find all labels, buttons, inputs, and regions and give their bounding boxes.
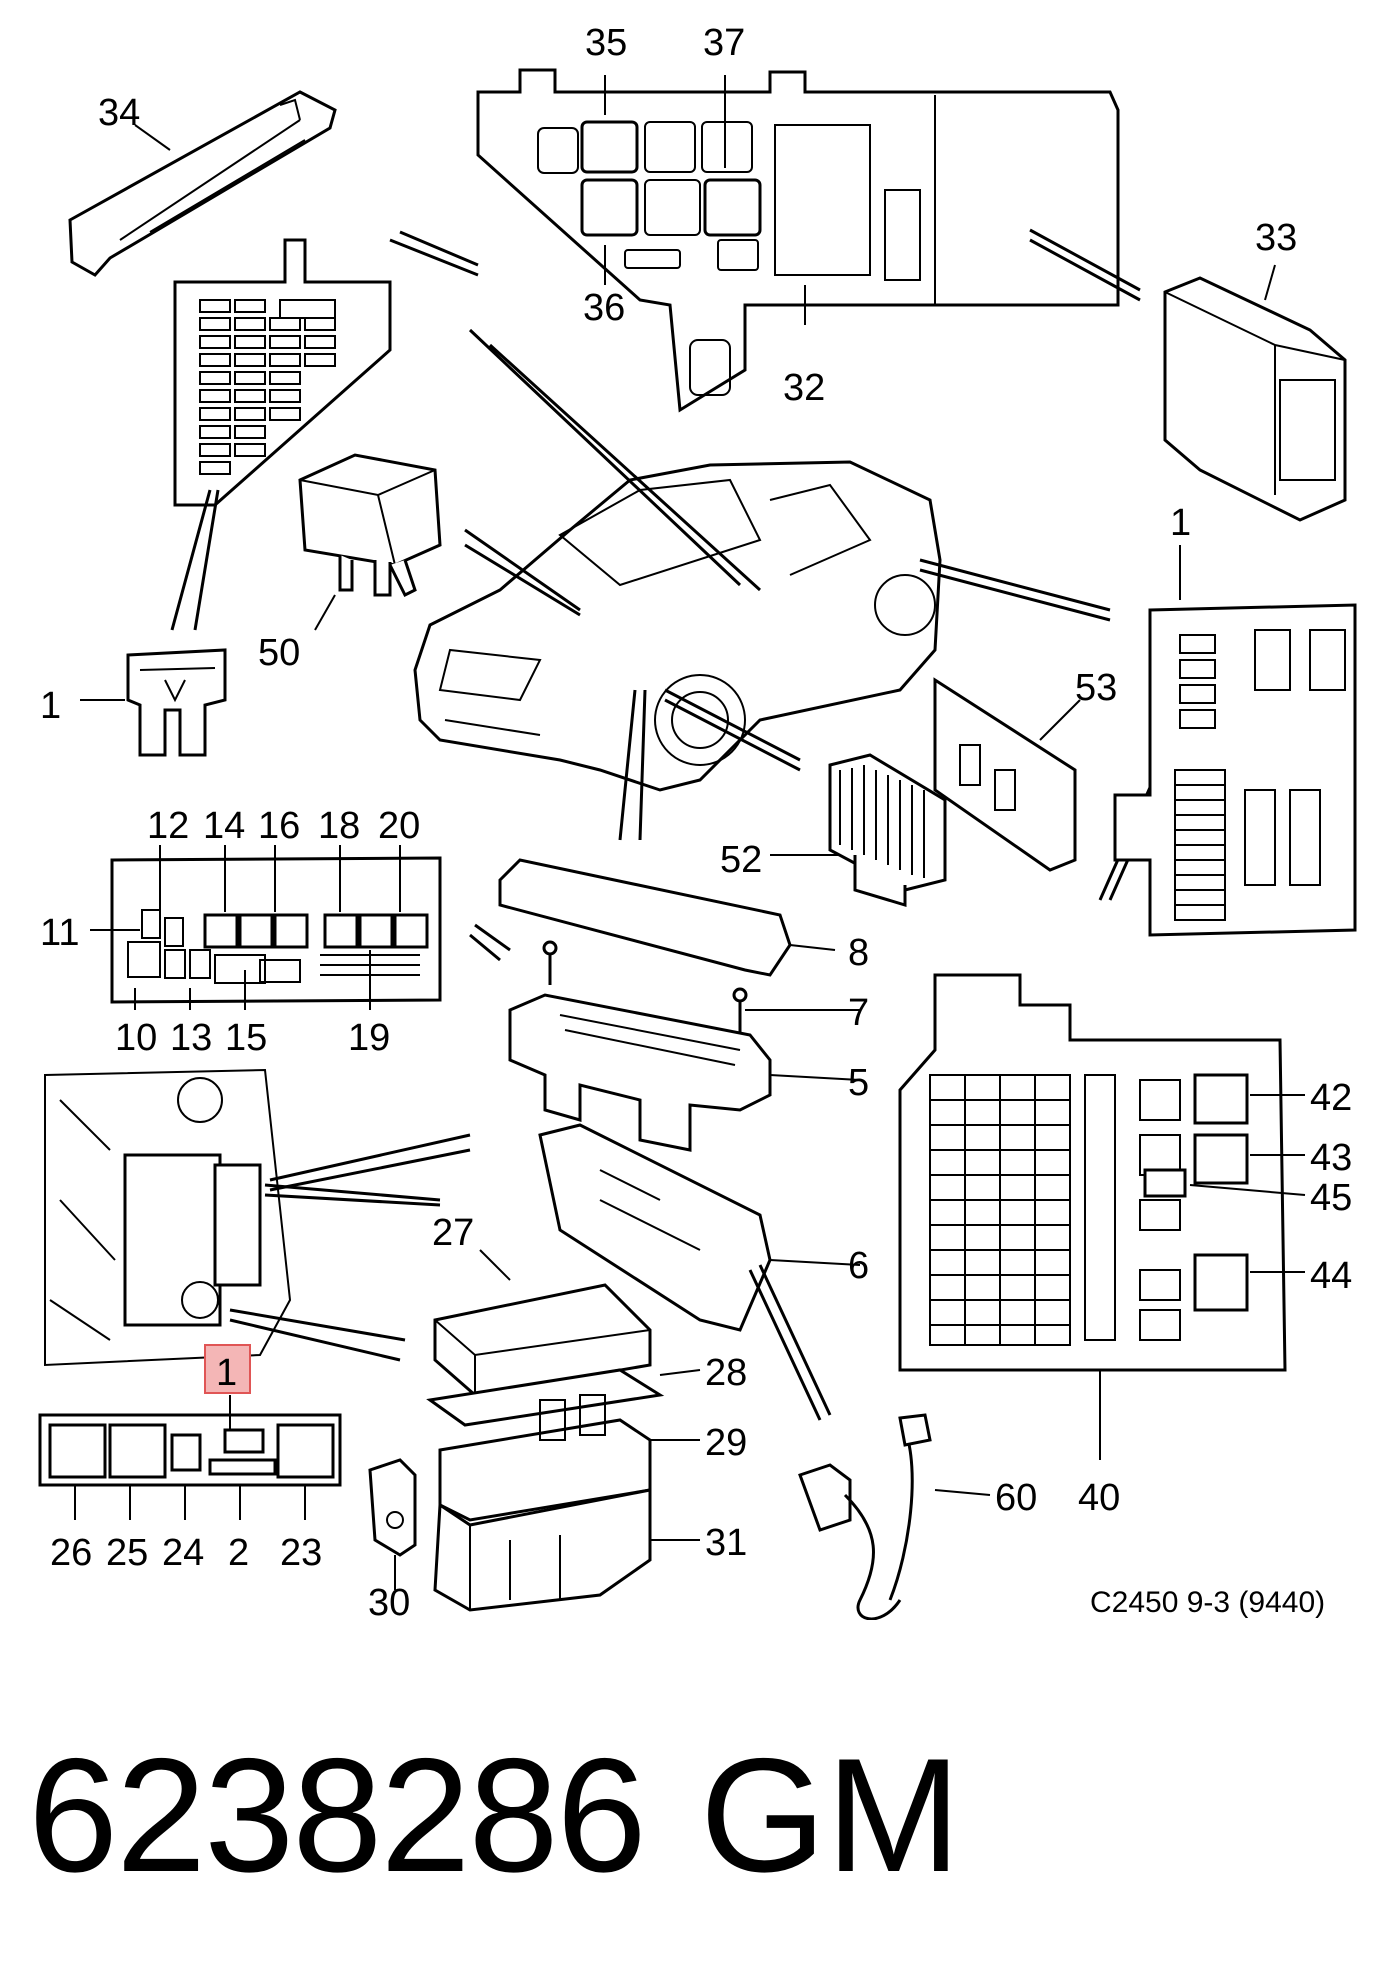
callout-13: 13 bbox=[170, 1017, 212, 1059]
part-30-clip bbox=[368, 1458, 417, 1557]
part-number: 6238286 bbox=[28, 1725, 647, 1906]
callout-42: 42 bbox=[1310, 1077, 1352, 1119]
callout-2: 2 bbox=[228, 1532, 249, 1574]
callout-14: 14 bbox=[203, 805, 245, 847]
callout-43: 43 bbox=[1310, 1137, 1352, 1179]
callout-18: 18 bbox=[318, 805, 360, 847]
part-60-cable bbox=[798, 1413, 932, 1620]
callout-29: 29 bbox=[705, 1422, 747, 1464]
car-leader-lines bbox=[264, 228, 1192, 1207]
part-40-fuse-box-large bbox=[898, 973, 1287, 1372]
part-fuse-panel-left bbox=[126, 238, 392, 757]
callout-52: 52 bbox=[720, 839, 762, 881]
callout-10: 10 bbox=[115, 1017, 157, 1059]
callout-8: 8 bbox=[848, 932, 869, 974]
part-1-right-fuse-panel bbox=[1113, 603, 1357, 937]
callout-19: 19 bbox=[348, 1017, 390, 1059]
part-33-control-module bbox=[1163, 276, 1347, 522]
part-32-fuse-box-top bbox=[476, 68, 1120, 413]
callout-34: 34 bbox=[98, 92, 140, 134]
callout-44: 44 bbox=[1310, 1255, 1352, 1297]
callout-35: 35 bbox=[585, 22, 627, 64]
callout-33: 33 bbox=[1255, 217, 1297, 259]
callout-15: 15 bbox=[225, 1017, 267, 1059]
callout-31: 31 bbox=[705, 1522, 747, 1564]
callout-16: 16 bbox=[258, 805, 300, 847]
callout-25: 25 bbox=[106, 1532, 148, 1574]
part-28-gasket bbox=[426, 1368, 665, 1427]
part-5-fuse-box bbox=[508, 993, 772, 1152]
part-50-relay bbox=[298, 453, 442, 598]
callout-40: 40 bbox=[1078, 1477, 1120, 1519]
callout-1-blade-fuse: 1 bbox=[40, 685, 61, 727]
callout-37: 37 bbox=[703, 22, 745, 64]
callout-6: 6 bbox=[848, 1245, 869, 1287]
callout-23: 23 bbox=[280, 1532, 322, 1574]
part-34-fuse-puller bbox=[68, 90, 337, 277]
callout-26: 26 bbox=[50, 1532, 92, 1574]
callout-20: 20 bbox=[378, 805, 420, 847]
callout-32: 32 bbox=[783, 367, 825, 409]
callout-7: 7 bbox=[848, 992, 869, 1034]
callout-30: 30 bbox=[368, 1582, 410, 1620]
part-8-cover bbox=[498, 858, 792, 977]
part-bottom-fuse-strip bbox=[38, 1413, 342, 1487]
part-7-screws bbox=[542, 940, 748, 1035]
callout-24: 24 bbox=[162, 1532, 204, 1574]
part-31-base bbox=[433, 1488, 652, 1612]
part-27-cover bbox=[433, 1283, 652, 1397]
car-illustration bbox=[413, 460, 942, 792]
part-52-connector-block bbox=[828, 753, 947, 908]
diagram-reference: C2450 9-3 (9440) bbox=[1090, 1586, 1325, 1619]
callout-leaders bbox=[74, 75, 1306, 1590]
part-6-bracket bbox=[538, 1123, 832, 1421]
callout-1-right-panel: 1 bbox=[1170, 502, 1191, 544]
callout-11: 11 bbox=[40, 912, 79, 954]
callout-5: 5 bbox=[848, 1062, 869, 1104]
callout-60: 60 bbox=[995, 1477, 1037, 1519]
callout-12: 12 bbox=[147, 805, 189, 847]
exploded-parts-diagram: 35 37 34 33 36 32 1 50 1 53 52 12 14 16 … bbox=[38, 22, 1357, 1620]
callout-1-highlighted: 1 bbox=[216, 1352, 237, 1394]
callout-53: 53 bbox=[1075, 667, 1117, 709]
callout-28: 28 bbox=[705, 1352, 747, 1394]
part-53-circuit-board bbox=[933, 677, 1077, 872]
callout-45: 45 bbox=[1310, 1177, 1352, 1219]
engine-bay-illustration bbox=[44, 1068, 471, 1367]
callout-labels: 35 37 34 33 36 32 1 50 1 53 52 12 14 16 … bbox=[40, 22, 1352, 1620]
highlight-box bbox=[204, 1344, 251, 1394]
part-fuse-box-10-20 bbox=[110, 856, 442, 1004]
brand-name: GM bbox=[700, 1725, 961, 1906]
callout-50: 50 bbox=[258, 632, 300, 674]
callout-36: 36 bbox=[583, 287, 625, 329]
callout-27: 27 bbox=[432, 1212, 474, 1254]
